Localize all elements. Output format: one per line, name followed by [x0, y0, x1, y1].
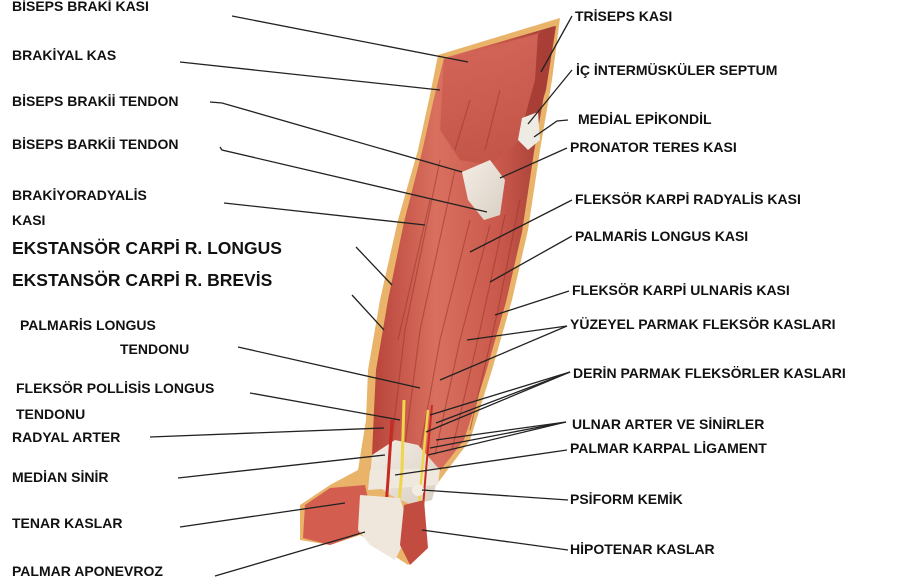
- label-radial-artery: RADYAL ARTER: [12, 429, 120, 446]
- label-pronator-teres: PRONATOR TERES KASI: [570, 139, 737, 156]
- label-fds-muscles: YÜZEYEL PARMAK FLEKSÖR KASLARI: [570, 316, 836, 333]
- label-palmaris-longus-tendon-line2: TENDONU: [120, 341, 189, 358]
- label-medial-epicondyle: MEDİAL EPİKONDİL: [578, 111, 712, 128]
- label-palmar-carpal-ligament: PALMAR KARPAL LİGAMENT: [570, 440, 767, 457]
- label-fcr-muscle: FLEKSÖR KARPİ RADYALİS KASI: [575, 191, 801, 208]
- label-biceps-brachii-tendon-second: BİSEPS BARKİİ TENDON: [12, 136, 178, 153]
- label-palmar-aponeurosis: PALMAR APONEVROZ: [12, 563, 163, 580]
- label-hypothenar-muscles: HİPOTENAR KASLAR: [570, 541, 715, 558]
- label-ecr-brevis: EKSTANSÖR CARPİ R. BREVİS: [12, 270, 272, 291]
- label-brachioradialis-line1: BRAKİYORADYALİS: [12, 187, 147, 204]
- label-fpl-tendon-line1: FLEKSÖR POLLİSİS LONGUS: [16, 380, 214, 397]
- label-biceps-brachii-tendon: BİSEPS BRAKİİ TENDON: [12, 93, 178, 110]
- label-medial-intermuscular-septum: İÇ İNTERMÜSKÜLER SEPTUM: [576, 62, 777, 79]
- label-triceps-muscle: TRİSEPS KASI: [575, 8, 672, 25]
- label-ulnar-artery-nerve: ULNAR ARTER VE SİNİRLER: [572, 416, 764, 433]
- label-palmaris-longus-muscle: PALMARİS LONGUS KASI: [575, 228, 748, 245]
- label-fpl-tendon-line2: TENDONU: [16, 406, 85, 423]
- label-palmaris-longus-tendon-line1: PALMARİS LONGUS: [20, 317, 156, 334]
- label-brachialis-muscle: BRAKİYAL KAS: [12, 47, 116, 64]
- label-ecr-longus: EKSTANSÖR CARPİ R. LONGUS: [12, 238, 282, 259]
- label-median-nerve: MEDİAN SİNİR: [12, 469, 108, 486]
- forearm-illustration: [300, 18, 560, 565]
- label-fcu-muscle: FLEKSÖR KARPİ ULNARİS KASI: [572, 282, 790, 299]
- label-pisiform-bone: PSİFORM KEMİK: [570, 491, 683, 508]
- label-thenar-muscles: TENAR KASLAR: [12, 515, 122, 532]
- label-biceps-brachii-muscle: BİSEPS BRAKİ KASI: [12, 0, 149, 15]
- label-fdp-muscles: DERİN PARMAK FLEKSÖRLER KASLARI: [573, 365, 846, 382]
- label-brachioradialis-line2: KASI: [12, 212, 45, 229]
